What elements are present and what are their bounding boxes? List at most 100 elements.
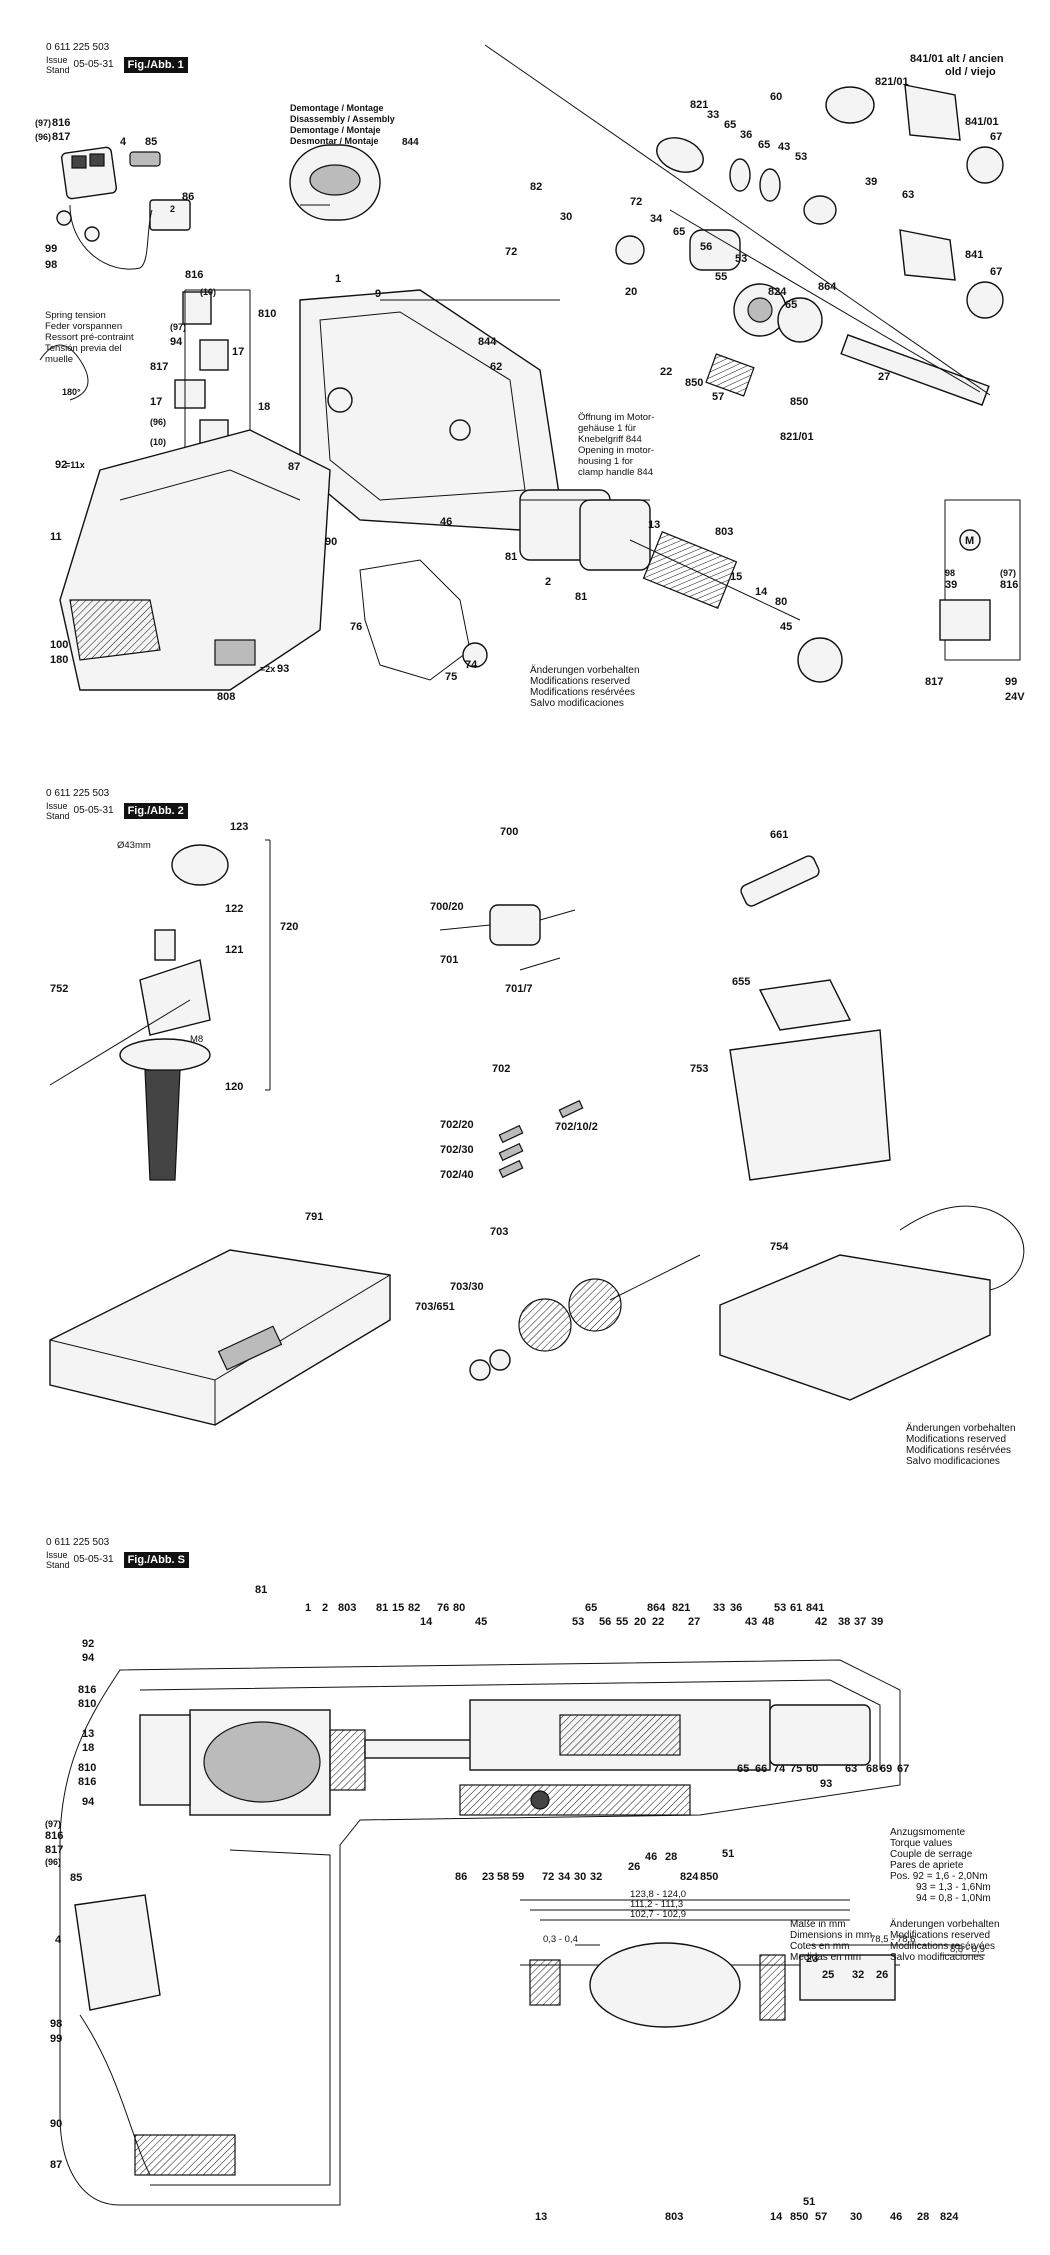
callout: 864 (818, 281, 837, 293)
clip (462, 642, 488, 668)
callout: 80 (775, 596, 787, 608)
callout: 841 (806, 1602, 824, 1614)
note-line: Änderungen vorbehalten (530, 665, 640, 676)
gasket (359, 559, 471, 681)
callout: 63 (902, 189, 914, 201)
callout: 81 (505, 551, 517, 563)
callout: 702/20 (440, 1119, 474, 1131)
changes-note: Änderungen vorbehalten Modifications res… (890, 1919, 1000, 1963)
callout: 99 (50, 2033, 62, 2045)
motor-symbol: M (965, 535, 974, 547)
callout: 46 (645, 1851, 657, 1863)
note-line: Spring tension (45, 310, 106, 321)
callout: 81 (575, 591, 587, 603)
callout: 13 (535, 2211, 547, 2223)
callout: 817 (52, 131, 70, 143)
callout: 821 (672, 1602, 690, 1614)
callout: 17 (232, 346, 244, 358)
note-line: Modifications resérvées (530, 687, 636, 698)
note-line: Torque values (890, 1838, 953, 1849)
handle-section (74, 1849, 331, 2186)
callout: 85 (145, 136, 157, 148)
callout: 18 (258, 401, 270, 413)
callout: 702/40 (440, 1169, 474, 1181)
callout: 56 (599, 1616, 611, 1628)
callout: 816 (78, 1684, 96, 1696)
callout: 702 (492, 1063, 510, 1075)
callout: 824 (768, 286, 787, 298)
stand-label: Stand (46, 1560, 70, 1570)
callout: 60 (806, 1763, 818, 1775)
dimension: 102,7 - 102,9 (630, 1909, 686, 1920)
callout: 63 (845, 1763, 857, 1775)
callout: 700/20 (430, 901, 464, 913)
adapter-set (469, 1254, 701, 1381)
voltage-label: 24V (1005, 691, 1025, 703)
note-line: Opening in motor- (578, 445, 655, 456)
callout: 94 (170, 336, 183, 348)
callout: 34 (558, 1871, 571, 1883)
callout: (97) (35, 118, 51, 128)
callout: 99 (45, 243, 57, 255)
disassembly-inset (289, 144, 381, 221)
dimension: 0,3 - 0,4 (543, 1934, 578, 1945)
callout: 56 (700, 241, 712, 253)
part-number: 0 611 225 503 (46, 788, 110, 799)
callout: 703/651 (415, 1301, 455, 1313)
callout: 33 (713, 1602, 725, 1614)
callout: 30 (560, 211, 572, 223)
callout: 14 (755, 586, 768, 598)
callout: M8 (190, 1034, 203, 1045)
callout: 15 (392, 1602, 404, 1614)
accessories-view-fig2: 123 122 720 121 752 120 700 700/20 701 7… (49, 821, 1025, 1426)
callout: 67 (990, 131, 1002, 143)
torque-note: Anzugsmomente Torque values Couple de se… (890, 1827, 991, 1904)
callout: 661 (770, 829, 788, 841)
callout: 81 (255, 1584, 267, 1596)
armature (629, 531, 843, 683)
callout: 45 (475, 1616, 487, 1628)
callout: 821 (690, 99, 708, 111)
note-line: Ressort pré-contraint (45, 332, 134, 343)
dimension: 8,8 - 8,9 (950, 1944, 985, 1955)
callout: (96) (35, 132, 51, 142)
battery-pack (729, 979, 891, 1181)
callout: (10) (150, 437, 166, 447)
charger (719, 1205, 1025, 1401)
callout: 99 (1005, 676, 1017, 688)
callout: 817 (150, 361, 168, 373)
callout: 92 (55, 459, 67, 471)
callout: 55 (616, 1616, 628, 1628)
callout: 20 (634, 1616, 646, 1628)
callout: 51 (803, 2196, 815, 2208)
callout: 180° (62, 387, 81, 397)
callout: 180 (50, 654, 68, 666)
issue-date: 05-05-31 (73, 1554, 114, 1565)
exploded-view-fig1: M 24V 816 817 (97) (96) 4 85 86 2 816 (1… (35, 44, 1025, 703)
callout: 65 (737, 1763, 749, 1775)
callout: (97) (170, 322, 186, 332)
part-number: 0 611 225 503 (46, 42, 110, 53)
note-line: Anzugsmomente (890, 1827, 966, 1838)
callout: 94 (82, 1652, 95, 1664)
callout: 66 (755, 1763, 767, 1775)
callout: 754 (770, 1241, 789, 1253)
callout: 810 (78, 1762, 96, 1774)
callout: 803 (715, 526, 733, 538)
callout: 2 (545, 576, 551, 588)
callout: 51 (722, 1848, 734, 1860)
dimension: 78,5 - 78,6 (870, 1934, 915, 1945)
note-line: 93 = 1,3 - 1,6Nm (916, 1882, 991, 1893)
callout: 32 (852, 1969, 864, 1981)
callout: 87 (50, 2159, 62, 2171)
callout: 60 (770, 91, 782, 103)
callout: 65 (585, 1602, 597, 1614)
callout: 17 (150, 396, 162, 408)
callout: 48 (762, 1616, 774, 1628)
switch-assembly (56, 146, 191, 270)
callout: 817 (45, 1844, 63, 1856)
callout: 39 (865, 176, 877, 188)
callout: 701 (440, 954, 458, 966)
